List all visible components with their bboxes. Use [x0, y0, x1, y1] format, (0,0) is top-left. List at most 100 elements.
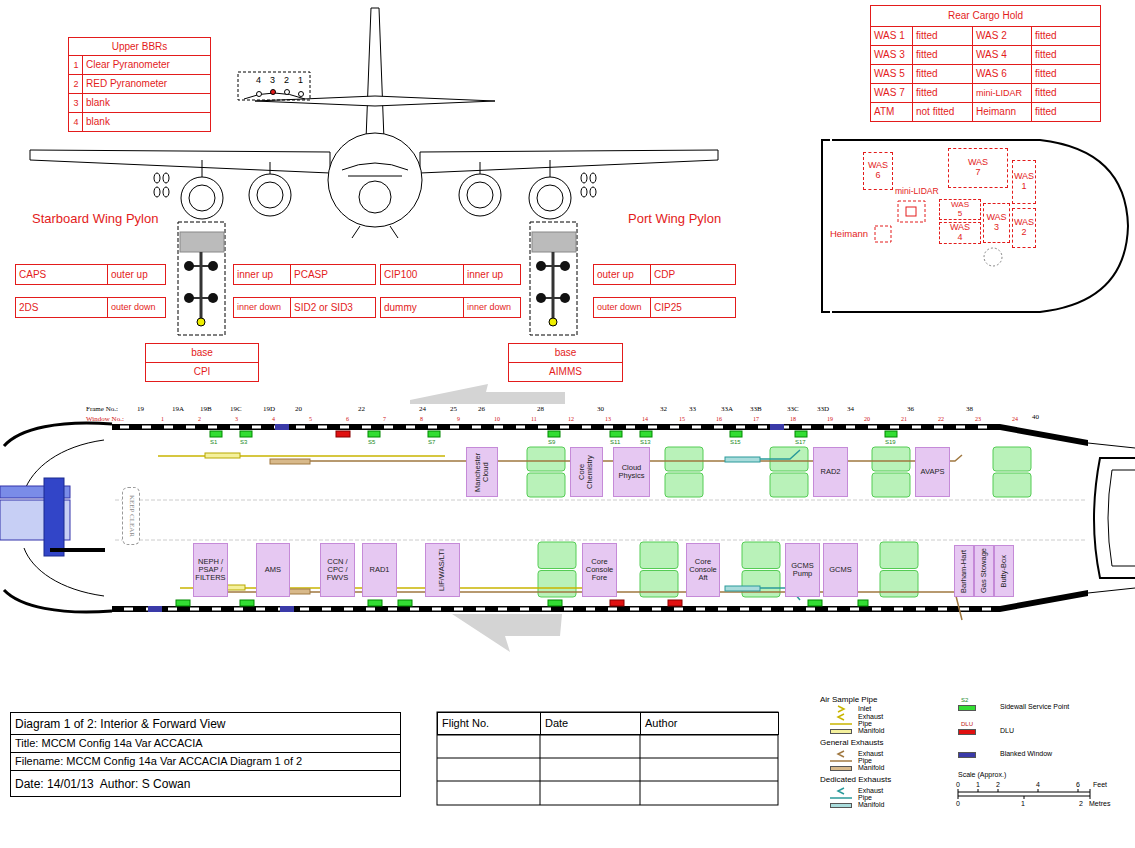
table-cell: base: [145, 343, 259, 363]
node-text: GCMS: [829, 566, 852, 574]
equipment-rack: CCN / CPC / FWVS: [320, 543, 355, 597]
table-header: Rear Cargo Hold: [870, 5, 1101, 27]
window-number: 3: [234, 416, 239, 422]
equipment-rack: AVAPS: [915, 447, 950, 497]
table-cell: fitted: [1031, 26, 1101, 46]
node-text: Manchester Cloud: [474, 450, 491, 494]
table-cell: blank: [82, 112, 211, 132]
table-cell: fitted: [912, 45, 973, 65]
aircraft-front-view: [257, 182, 283, 208]
service-point: [640, 431, 652, 437]
frame-number: 34: [847, 406, 854, 413]
window-number: 13: [604, 416, 612, 422]
table-header: Upper BBRs: [68, 37, 211, 56]
frame-number: 33A: [721, 406, 733, 413]
table-cell: fitted: [1031, 64, 1101, 84]
wing-pylon-icon: [200, 252, 203, 326]
aircraft-front-view: [238, 72, 310, 100]
scale-number: 0: [956, 781, 960, 788]
aircraft-front-view: [420, 150, 718, 173]
table-cell: inner down: [233, 297, 291, 318]
cabin-floor-plan: [527, 447, 1031, 597]
axis-title: Frame No.:: [86, 406, 118, 413]
scale-unit: Metres: [1089, 800, 1110, 807]
window-number: 12: [567, 416, 575, 422]
window-number: 18: [789, 416, 797, 422]
node-text: Core Chemistry: [578, 450, 595, 494]
cabin-floor-plan: [454, 608, 463, 611]
cargo-hold-outline: [822, 140, 1128, 312]
service-point: [368, 431, 380, 437]
legend-sample: [830, 706, 852, 798]
equipment-rack: Gas Stowage: [974, 545, 994, 597]
frame-number: 28: [537, 406, 544, 413]
cabin-floor-plan: [388, 608, 397, 611]
frame-number: 22: [358, 406, 365, 413]
window-number: 2: [197, 416, 202, 422]
cabin-floor-plan: [322, 608, 331, 611]
frame-number: 26: [478, 406, 485, 413]
cabin-floor-plan: [938, 608, 947, 611]
table-cell: outer down: [107, 297, 166, 318]
aircraft-front-view: [529, 177, 571, 219]
scale-title: Scale (Approx.): [958, 771, 1006, 778]
legend-swatch: [958, 729, 976, 735]
service-point-label: S19: [885, 439, 896, 445]
node-text: WAS 7: [968, 158, 988, 178]
table-header: Author: [640, 712, 779, 735]
wing-pylon-icon: [560, 261, 570, 271]
scale-number: 4: [1036, 781, 1040, 788]
frame-number: 19D: [263, 406, 275, 413]
aircraft-front-view: [581, 187, 587, 197]
wing-pylon-icon: [552, 252, 555, 326]
window-number: 6: [345, 416, 350, 422]
table-cell: WAS 7: [870, 83, 913, 103]
service-point-label: S1: [210, 439, 217, 445]
instrument-label: Heimann: [830, 227, 874, 241]
cabin-floor-plan: [828, 608, 837, 611]
legend-mark-label: DLU: [961, 721, 973, 727]
pipework: [725, 586, 760, 591]
window-number: 10: [493, 416, 501, 422]
cabin-floor-plan: [692, 426, 701, 429]
callout-number: 3: [270, 76, 275, 85]
service-point: [730, 431, 742, 437]
frame-number: 24: [419, 406, 426, 413]
cabin-floor-plan: [564, 608, 573, 611]
aircraft-front-view: [202, 160, 203, 177]
cabin-floor-plan: [494, 426, 503, 429]
table-cell: fitted: [1031, 45, 1101, 65]
legend-text: Manifold: [858, 727, 884, 734]
aircraft-front-view: [255, 96, 495, 106]
node-text: WAS 2: [1014, 218, 1034, 238]
wing-pylon-icon: [178, 222, 225, 335]
window-number: 7: [382, 416, 387, 422]
legend-mark-label: S2: [961, 697, 968, 703]
cabin-floor-plan: [960, 608, 969, 611]
node-text: Core Console Fore: [584, 558, 615, 583]
cabin-floor-plan: [538, 542, 576, 569]
cabin-floor-plan: [608, 608, 617, 611]
cabin-floor-plan: [0, 423, 1135, 620]
frame-number: 33: [689, 406, 696, 413]
cabin-floor-plan: [384, 426, 393, 429]
window-number: 15: [678, 416, 686, 422]
cabin-floor-plan: [520, 608, 529, 611]
node-text: GCMS Pump: [787, 562, 818, 579]
cabin-floor-plan: [1094, 458, 1135, 578]
cabin-floor-plan: [344, 608, 353, 611]
cabin-floor-plan: [340, 426, 349, 429]
wing-pylon-icon: [208, 293, 218, 303]
table-header: Flight No.: [437, 712, 541, 735]
legend-text: Pipe: [858, 757, 872, 764]
wing-pylon-icon: [530, 222, 577, 335]
table-cell: fitted: [912, 26, 973, 46]
legend-text: Exhaust: [858, 787, 883, 794]
cabin-floor-plan: [256, 608, 265, 611]
pipework: [205, 453, 240, 458]
service-point: [368, 600, 382, 606]
table-cell: fitted: [1031, 83, 1101, 103]
window-number: 16: [715, 416, 723, 422]
instrument-label: mini-LIDAR: [895, 186, 949, 198]
legend-text: Blanked Window: [1000, 750, 1052, 757]
